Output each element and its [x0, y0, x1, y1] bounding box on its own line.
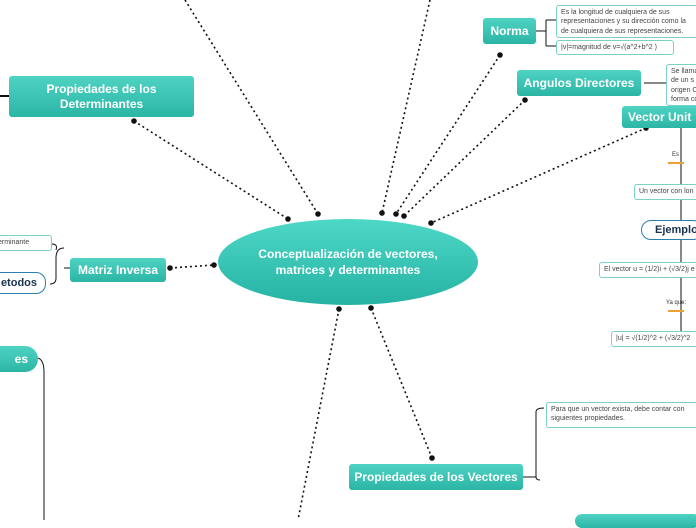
node-matriz-inversa[interactable]: Matriz Inversa — [70, 258, 166, 282]
note-propiedades-vectores: Para que un vector exista, debe contar c… — [546, 402, 696, 428]
marker-es — [668, 162, 684, 164]
node-left-partial-label: es — [14, 351, 28, 366]
note-angulos-definition: Se llama de un s origen C forma co — [666, 64, 696, 106]
metodos-pill-label: etodos — [0, 277, 37, 289]
note-vector-unitario-def: Un vector con lon — [634, 184, 696, 200]
node-angulos-directores-label: Angulos Directores — [523, 75, 635, 90]
node-norma-label: Norma — [490, 23, 529, 38]
connector-vector-unitario — [430, 127, 647, 224]
label-es: Es — [672, 152, 680, 158]
node-norma[interactable]: Norma — [483, 18, 536, 44]
connector-bottom — [297, 308, 340, 520]
node-propiedades-vectores[interactable]: Propiedades de los Vectores — [349, 464, 523, 490]
node-angulos-directores[interactable]: Angulos Directores — [517, 70, 641, 96]
node-matriz-inversa-label: Matriz Inversa — [77, 262, 159, 277]
central-topic[interactable]: Conceptualización de vectores, matrices … — [218, 219, 478, 305]
connector-angulos — [403, 99, 526, 217]
note-ejemplo: El vector u = (1/2)i + (√3/2)j e — [599, 262, 696, 278]
node-propiedades-determinantes[interactable]: Propiedades de los Determinantes — [9, 76, 194, 117]
central-topic-label: Conceptualización de vectores, matrices … — [258, 246, 438, 277]
note-matriz-determinante: erminante — [0, 235, 52, 251]
marker-ya-que — [668, 310, 684, 312]
label-ya-que: Ya que: — [666, 300, 687, 306]
connector-prop-det — [133, 120, 289, 220]
note-norma-definition: Es la longitud de cualquiera de sus repr… — [556, 5, 696, 38]
ejemplo-pill-label: Ejemplo — [655, 224, 696, 236]
ejemplo-pill[interactable]: Ejemplo — [641, 220, 696, 240]
connector-matriz-inversa — [169, 264, 215, 269]
node-propiedades-vectores-label: Propiedades de los Vectores — [354, 469, 518, 484]
metodos-pill[interactable]: etodos — [0, 272, 46, 294]
node-vector-unitario-label: Vector Unit — [628, 109, 692, 124]
note-norma-formula: |v|=magnitud de v=√(a^2+b^2 ) — [556, 40, 674, 55]
connector-top-left — [184, 0, 319, 215]
connector-norma — [395, 54, 501, 215]
connector-top-right — [381, 0, 431, 214]
node-left-partial[interactable]: es — [0, 346, 38, 372]
node-propiedades-determinantes-label: Propiedades de los Determinantes — [46, 81, 157, 111]
node-bottom-right-partial[interactable] — [575, 514, 696, 528]
node-vector-unitario[interactable]: Vector Unit — [622, 106, 696, 128]
note-calculo: |u| = √(1/2)^2 + (√3/2)^2 — [611, 331, 696, 347]
connector-prop-vectores — [370, 307, 433, 459]
